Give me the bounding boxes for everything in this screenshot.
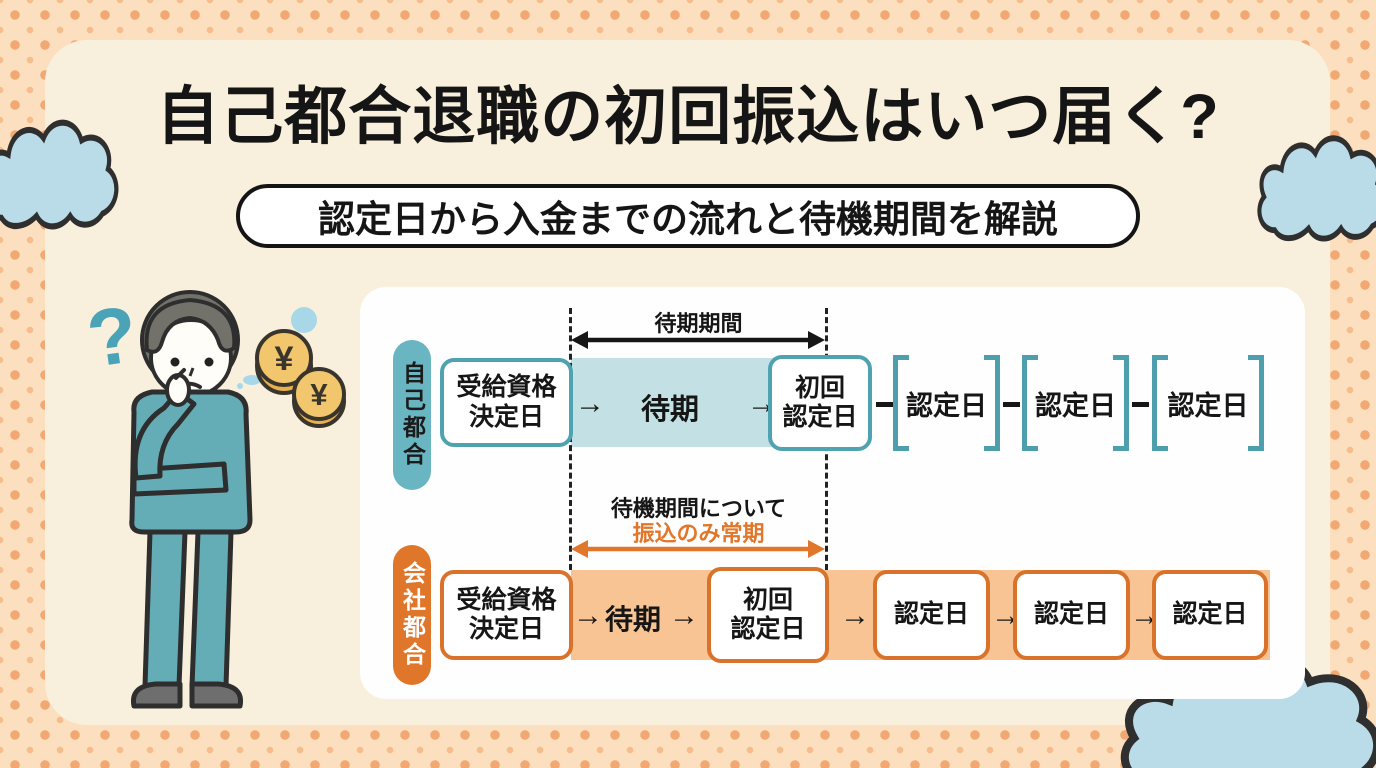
connector-dash <box>1003 402 1020 407</box>
waiting-note-line2: 振込のみ常期 <box>632 521 765 546</box>
eligibility-date-box-voluntary: 受給資格 決定日 <box>440 358 573 447</box>
thinking-person-illustration: ? ¥ ¥ <box>82 289 346 709</box>
bracket-right <box>1113 355 1129 451</box>
thought-bubble <box>243 375 261 385</box>
connector-dash <box>876 402 893 407</box>
eligibility-date-box-company: 受給資格 決定日 <box>440 570 573 660</box>
row-label-voluntary: 自己都合 <box>393 340 431 490</box>
svg-text:¥: ¥ <box>275 340 294 378</box>
question-mark-icon: ? <box>82 289 143 384</box>
bracket-right <box>984 355 1000 451</box>
recognition-bracket-3: 認定日 <box>1152 355 1264 451</box>
waiting-note-line1: 待機期間について <box>610 496 787 521</box>
cloud-left-icon <box>0 119 119 230</box>
recognition-box-2: 認定日 <box>1013 570 1130 660</box>
row-label-company: 会社都合 <box>393 545 431 685</box>
flow-diagram-panel: 待期期間 待機期間について 振込のみ常期 自己都合 受給資格 決定日 → 待期 … <box>360 287 1305 699</box>
first-recognition-box-company: 初回 認定日 <box>707 567 829 663</box>
bracket-left <box>1022 355 1038 451</box>
wait-label-voluntary: 待期 <box>640 394 699 426</box>
person-figure <box>129 290 253 709</box>
cloud-top-right-icon <box>1257 135 1376 242</box>
recognition-box-3: 認定日 <box>1152 570 1268 660</box>
yen-coin-icon: ¥ <box>292 367 346 428</box>
arrow-right-icon: → <box>669 599 699 632</box>
arrow-right-icon: → <box>573 599 603 632</box>
page-title: 自己都合退職の初回振込はいつ届く? <box>156 82 1220 152</box>
thought-bubble <box>237 383 243 389</box>
arrow-right-icon: → <box>840 599 870 632</box>
subtitle-pill: 認定日から入金までの流れと待機期間を解説 <box>236 184 1140 248</box>
thought-bubble <box>291 307 317 333</box>
wait-label-company: 待期 <box>604 604 661 635</box>
arrow-right-icon: → <box>1130 599 1160 632</box>
bracket-left <box>893 355 909 451</box>
arrow-right-icon: → <box>991 599 1021 632</box>
recognition-box-1: 認定日 <box>873 570 990 660</box>
waiting-period-label: 待期期間 <box>654 311 743 336</box>
arrow-right-icon: → <box>575 387 605 420</box>
recognition-bracket-1: 認定日 <box>893 355 1000 451</box>
first-recognition-box-voluntary: 初回 認定日 <box>768 355 872 451</box>
bracket-right <box>1248 355 1264 451</box>
recognition-bracket-2: 認定日 <box>1022 355 1129 451</box>
svg-text:¥: ¥ <box>310 377 328 412</box>
subtitle-text: 認定日から入金までの流れと待機期間を解説 <box>318 199 1058 240</box>
bracket-left <box>1152 355 1168 451</box>
connector-dash <box>1132 402 1149 407</box>
